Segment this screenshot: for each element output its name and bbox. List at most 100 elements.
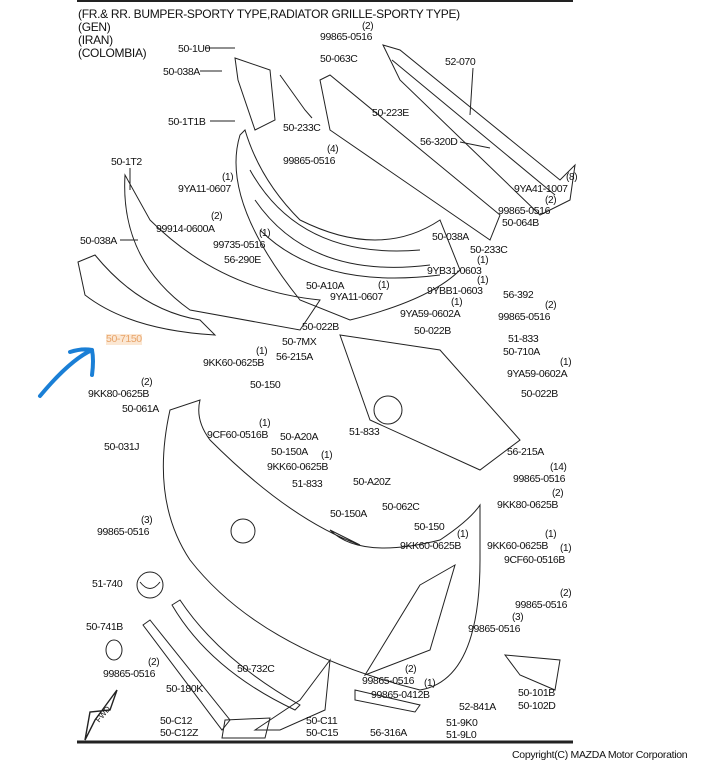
qty: (3) <box>512 612 524 623</box>
emblem-wing <box>139 581 161 589</box>
part-label: 99865-0412B <box>371 689 430 701</box>
part-label: 50-150 <box>414 521 445 533</box>
variant-gen: (GEN) <box>78 20 111 34</box>
qty: (1) <box>256 346 268 357</box>
part-label: 50-180K <box>166 683 203 695</box>
part-label: 9YB31-0603 <box>427 265 482 277</box>
qty: (1) <box>477 255 489 266</box>
qty: (2) <box>545 195 557 206</box>
fog-cover-50-C12 <box>221 717 271 739</box>
bumper-fascia <box>162 399 481 691</box>
part-label: 99865-0516 <box>515 599 568 611</box>
part-label: 99865-0516 <box>468 623 521 635</box>
part-label: 50-710A <box>503 346 540 358</box>
part-label: 51-833 <box>508 333 539 345</box>
part-label: 50-031J <box>104 441 140 453</box>
part-label: 50-038A <box>163 66 200 78</box>
qty: (1) <box>451 297 463 308</box>
part-label: 99865-0516 <box>362 675 415 687</box>
qty: (4) <box>327 144 339 155</box>
grille-bracket-assembly <box>339 334 521 471</box>
part-label: 50-1U0 <box>178 43 211 55</box>
part-label: 99865-0516 <box>498 311 551 323</box>
part-label: 50-233C <box>470 244 508 256</box>
qty: (2) <box>211 211 223 222</box>
part-label: 50-150A <box>330 508 367 520</box>
part-label: 9YBB1-0603 <box>427 285 483 297</box>
mazda-emblem <box>136 571 164 599</box>
part-label: 50-223E <box>372 107 409 119</box>
part-label: 50-064B <box>502 217 539 229</box>
part-label: 99914-0600A <box>156 223 215 235</box>
copyright: Copyright(C) MAZDA Motor Corporation <box>512 749 688 761</box>
part-label: 99865-0516 <box>283 155 336 167</box>
qty: (2) <box>560 588 572 599</box>
part-label: 50-022B <box>414 325 451 337</box>
part-label: 99865-0516 <box>320 31 373 43</box>
part-label: 9KK60-0625B <box>400 540 461 552</box>
qty: (8) <box>566 172 578 183</box>
qty: (2) <box>405 664 417 675</box>
bracket-50-063C <box>279 74 313 119</box>
part-label: 51-9L0 <box>446 729 477 741</box>
part-label: 99865-0516 <box>97 526 150 538</box>
part-label: 50-C12Z <box>160 727 199 739</box>
part-label: 50-063C <box>320 53 358 65</box>
part-label: 50-741B <box>86 621 123 633</box>
part-label: 50-C12 <box>160 715 193 727</box>
leader-lines <box>120 47 491 241</box>
qty: (1) <box>378 280 390 291</box>
part-label: 56-215A <box>507 446 544 458</box>
part-label: 56-320D <box>420 136 458 148</box>
grille-slats <box>249 169 441 279</box>
part-label: 99735-0516 <box>213 239 266 251</box>
qty: (2) <box>545 300 557 311</box>
part-label: 50-062C <box>382 501 420 513</box>
qty: (1) <box>259 418 271 429</box>
part-label: 9YA41-1007 <box>514 183 568 195</box>
qty: (1) <box>560 543 572 554</box>
part-label: 51-9K0 <box>446 717 478 729</box>
lower-grille-50-7150 <box>77 254 217 336</box>
part-label: 9KK80-0625B <box>497 499 558 511</box>
cap-50-741B <box>105 639 123 661</box>
part-label: 56-290E <box>224 254 261 266</box>
qty: (3) <box>141 515 153 526</box>
part-label: 56-392 <box>503 289 534 301</box>
emblem-mount <box>373 395 403 425</box>
part-label: 50-C11 <box>306 715 338 727</box>
emblem-hole <box>230 518 256 544</box>
part-label: 50-1T2 <box>111 156 142 168</box>
part-label: 99865-0516 <box>513 473 566 485</box>
part-label: 51-833 <box>349 426 380 438</box>
part-label: 50-C15 <box>306 727 339 739</box>
part-label: 50-150A <box>271 446 308 458</box>
part-label: 9KK60-0625B <box>203 357 264 369</box>
part-label: 51-833 <box>292 478 323 490</box>
fwd-arrow-icon <box>84 689 118 741</box>
qty: (2) <box>552 488 564 499</box>
variant-iran: (IRAN) <box>78 33 113 47</box>
grille-side <box>124 173 321 331</box>
qty: (1) <box>457 529 469 540</box>
trim-51-9K0 <box>354 689 421 713</box>
part-label: 50-022B <box>521 388 558 400</box>
part-label: 9CF60-0516B <box>207 429 268 441</box>
fwd-badge: FWD <box>94 704 113 724</box>
qty: (14) <box>550 462 567 473</box>
qty: (1) <box>321 450 333 461</box>
qty: (1) <box>424 678 436 689</box>
qty: (1) <box>560 357 572 368</box>
part-label: 50-A10A <box>306 280 345 292</box>
part-label: 52-070 <box>445 56 476 68</box>
bracket-50-101B <box>503 654 561 691</box>
part-label: 9YA11-0607 <box>178 183 231 195</box>
part-label: 50-7MX <box>282 336 317 348</box>
part-label: 50-102D <box>518 700 556 712</box>
lower-trim <box>171 599 301 711</box>
part-label: 52-841A <box>459 701 496 713</box>
highlighted-part-label: 50-7150 <box>106 333 142 345</box>
qty: (1) <box>222 172 234 183</box>
qty: (2) <box>362 21 374 32</box>
